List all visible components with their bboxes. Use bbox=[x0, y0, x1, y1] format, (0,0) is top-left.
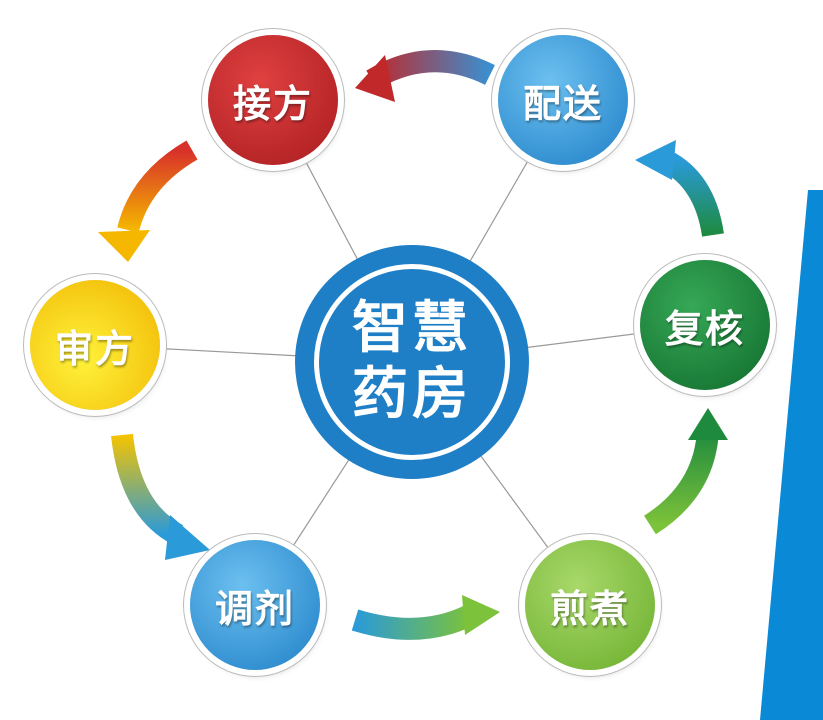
arrowhead-icon bbox=[165, 515, 210, 560]
node-fuhe: 复核 bbox=[640, 260, 770, 390]
node-label: 配送 bbox=[522, 81, 603, 126]
blue-banner bbox=[760, 190, 823, 720]
arrow-jiefang-to-shenfang bbox=[117, 140, 198, 233]
node-tiaoji: 调剂 bbox=[190, 540, 320, 670]
arrow-jianzhu-to-fuhe bbox=[643, 429, 719, 535]
node-peisong: 配送 bbox=[498, 35, 628, 165]
arrowhead-icon bbox=[688, 408, 728, 440]
arrowhead-icon bbox=[355, 55, 395, 102]
node-label: 煎煮 bbox=[549, 586, 630, 631]
arrow-tiaoji-to-jianzhu bbox=[351, 605, 475, 640]
arrowhead-icon bbox=[635, 140, 676, 180]
node-label: 审方 bbox=[54, 326, 135, 371]
node-label: 调剂 bbox=[214, 586, 295, 631]
center-title-line2: 药房 bbox=[352, 362, 472, 427]
node-jiefang: 接方 bbox=[208, 35, 338, 165]
arrowhead-icon bbox=[98, 230, 150, 262]
node-label: 复核 bbox=[664, 306, 745, 351]
node-jianzhu: 煎煮 bbox=[525, 540, 655, 670]
center-title-line1: 智慧 bbox=[352, 296, 472, 361]
arrowhead-icon bbox=[462, 595, 500, 635]
node-label: 接方 bbox=[232, 81, 313, 126]
center-hub: 智慧 药房 bbox=[295, 245, 529, 479]
node-shenfang: 审方 bbox=[30, 280, 160, 410]
arrow-shenfang-to-tiaoji bbox=[111, 433, 184, 545]
